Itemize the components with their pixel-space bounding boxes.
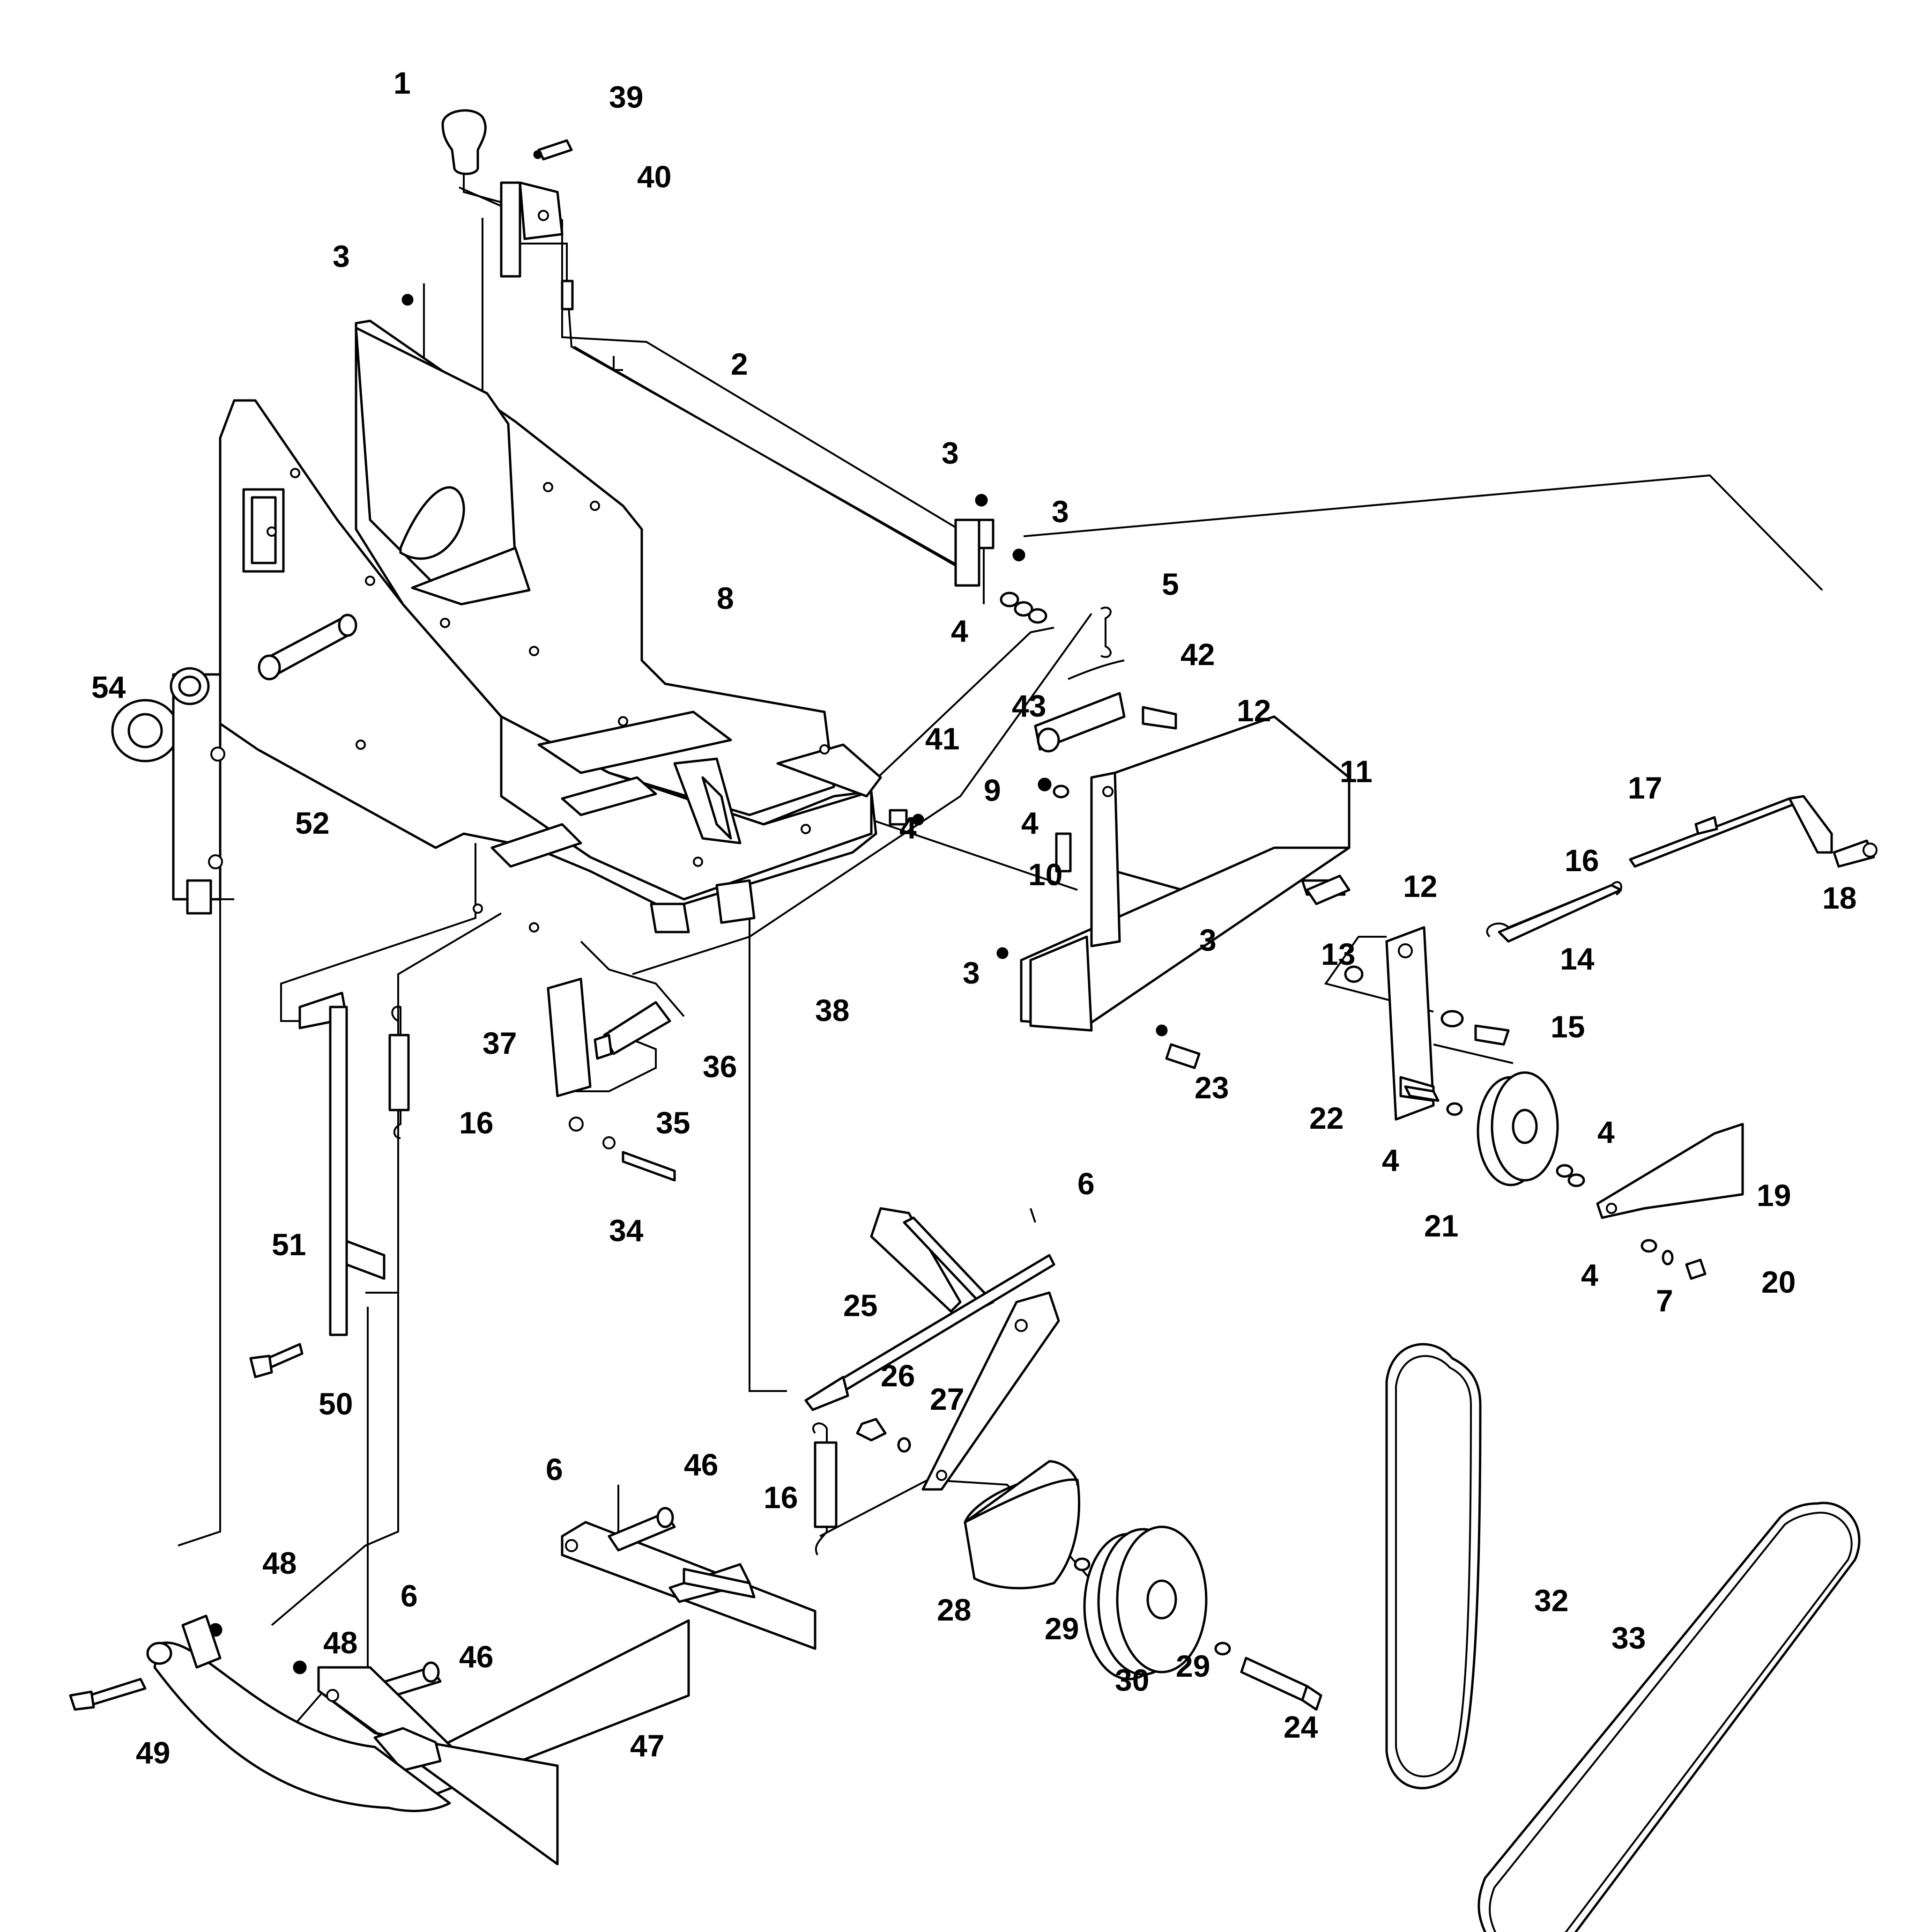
leader-lines <box>178 186 1823 1762</box>
callout-12: 12 <box>1237 693 1271 728</box>
callout-8: 8 <box>717 581 734 615</box>
callout-46: 46 <box>684 1447 718 1482</box>
callout-54: 54 <box>91 670 126 704</box>
callout-46: 46 <box>459 1639 493 1674</box>
callout-12: 12 <box>1403 869 1437 903</box>
callout-21: 21 <box>1424 1208 1458 1243</box>
callout-39: 39 <box>609 80 643 114</box>
callout-1: 1 <box>393 66 411 100</box>
callout-48: 48 <box>323 1625 357 1660</box>
detent-plunger <box>547 977 676 1182</box>
pivot-tube <box>111 667 225 915</box>
callout-16: 16 <box>1565 843 1599 878</box>
callout-51: 51 <box>272 1227 306 1262</box>
callout-6: 6 <box>1077 1166 1095 1201</box>
v-belts <box>1385 1343 1861 1932</box>
callout-15: 15 <box>1551 1009 1585 1044</box>
callout-20: 20 <box>1761 1265 1796 1299</box>
callout-3: 3 <box>1199 923 1217 957</box>
callout-49: 49 <box>136 1735 170 1770</box>
callout-5: 5 <box>1162 567 1179 601</box>
callout-10: 10 <box>1028 857 1062 892</box>
callout-40: 40 <box>637 159 671 194</box>
callout-17: 17 <box>1628 770 1662 805</box>
callout-33: 33 <box>1611 1621 1646 1655</box>
pivot-bracket <box>401 294 1125 680</box>
callout-19: 19 <box>1757 1178 1791 1213</box>
callout-37: 37 <box>482 1026 517 1060</box>
callout-3: 3 <box>333 239 350 274</box>
callout-3: 3 <box>1052 494 1069 529</box>
callout-3: 3 <box>942 436 959 470</box>
callout-23: 23 <box>1195 1070 1229 1105</box>
tension-bracket <box>804 1207 1060 1491</box>
fasteners <box>889 809 1351 1069</box>
callout-35: 35 <box>656 1105 690 1140</box>
callout-32: 32 <box>1534 1583 1568 1618</box>
belt-guard-pulley <box>964 1460 1322 1711</box>
callout-16: 16 <box>459 1105 493 1140</box>
callout-6: 6 <box>401 1578 418 1613</box>
callout-14: 14 <box>1560 941 1595 976</box>
callout-24: 24 <box>1284 1710 1318 1744</box>
callout-48: 48 <box>262 1546 297 1580</box>
shift-rail <box>249 992 410 1378</box>
nut-washer-spring <box>812 1418 911 1555</box>
callout-28: 28 <box>937 1592 971 1627</box>
callout-4: 4 <box>951 614 968 648</box>
callout-22: 22 <box>1309 1101 1344 1135</box>
callout-4: 4 <box>899 810 917 845</box>
callout-4: 4 <box>1581 1258 1598 1292</box>
idler-lever-pulley <box>1344 881 1744 1280</box>
callout-30: 30 <box>1115 1663 1149 1697</box>
callout-26: 26 <box>881 1358 915 1393</box>
idler-arm <box>1020 692 1351 1032</box>
callout-42: 42 <box>1180 637 1215 672</box>
callout-34: 34 <box>609 1213 644 1248</box>
lower-frame <box>208 1507 817 1865</box>
callout-27: 27 <box>930 1382 964 1416</box>
callout-52: 52 <box>295 806 329 840</box>
callout-29: 29 <box>1176 1649 1210 1683</box>
curved-arm <box>69 1614 451 1813</box>
callout-6: 6 <box>546 1452 563 1487</box>
callout-13: 13 <box>1321 937 1355 971</box>
main-frame <box>219 319 882 933</box>
callout-29: 29 <box>1045 1611 1079 1646</box>
callout-38: 38 <box>815 993 849 1028</box>
callout-43: 43 <box>1012 688 1046 723</box>
callout-47: 47 <box>630 1728 664 1763</box>
callout-18: 18 <box>1822 881 1856 915</box>
callout-16: 16 <box>764 1480 798 1515</box>
callout-41: 41 <box>925 721 959 756</box>
callout-2: 2 <box>731 347 748 381</box>
frame-holes <box>267 468 830 933</box>
callout-3: 3 <box>963 955 980 990</box>
callout-11: 11 <box>1340 754 1373 789</box>
shift-linkage <box>441 109 970 575</box>
callout-36: 36 <box>703 1049 737 1084</box>
link-rod <box>1629 795 1878 868</box>
callout-4: 4 <box>1382 1143 1399 1177</box>
callout-25: 25 <box>843 1288 877 1323</box>
callout-7: 7 <box>1656 1283 1673 1318</box>
callout-9: 9 <box>984 773 1001 807</box>
callout-50: 50 <box>319 1386 353 1421</box>
callout-4: 4 <box>1597 1115 1615 1149</box>
callout-4: 4 <box>1021 806 1039 840</box>
